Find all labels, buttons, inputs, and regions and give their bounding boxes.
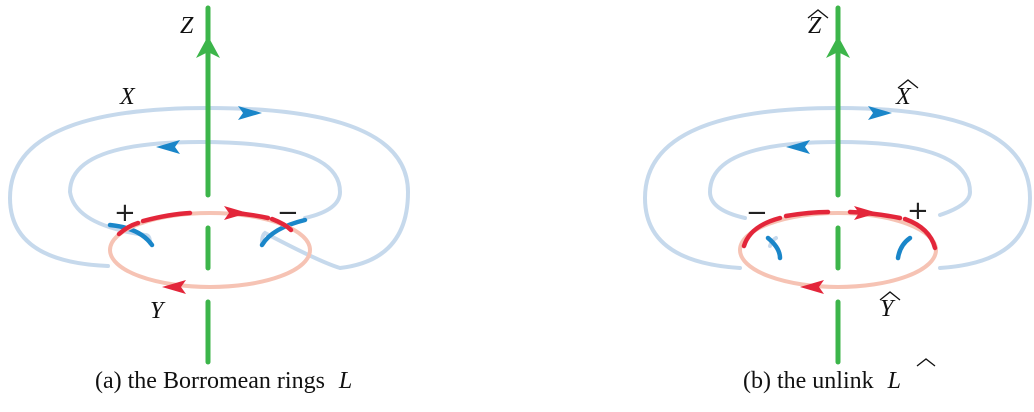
x-hat-label-b: X	[895, 79, 919, 110]
y-hat-label-b: Y	[879, 291, 901, 322]
caption-b-symbol: L	[887, 368, 901, 394]
loop-y-b-dark-segments	[741, 209, 938, 251]
sign-left-a: +	[114, 198, 136, 228]
x-arrow-inner-a	[156, 140, 180, 154]
caption-a: (a) the Borromean rings L	[95, 368, 352, 394]
x-arrow-outer-a	[238, 106, 262, 120]
caption-b: (b) the unlink L	[743, 358, 936, 394]
y-arrow-top-b	[854, 206, 878, 220]
loop-y-a	[108, 211, 312, 289]
z-hat-label-b: Z	[807, 9, 829, 39]
panel-b-unlink: Z X Y − + (b) the unlink L	[642, 5, 1033, 394]
loop-x-a-dark-segments	[107, 217, 308, 248]
sign-right-a: −	[277, 198, 299, 228]
sign-right-b: +	[907, 196, 929, 226]
caption-b-text: (b) the unlink L	[743, 368, 901, 394]
x-label-b: X	[895, 84, 912, 110]
x-arrow-outer-b	[868, 106, 892, 120]
y-hat-b	[879, 291, 901, 301]
x-label-a: X	[119, 84, 136, 110]
y-label-a: Y	[150, 298, 166, 324]
z-arrow-b	[826, 36, 850, 58]
x-arrow-inner-b	[786, 140, 810, 154]
z-arrow-a	[196, 36, 220, 58]
x-hat-b	[897, 79, 919, 89]
loop-y-a-dark-segments	[116, 210, 294, 237]
caption-a-prefix: (a) the Borromean rings	[95, 368, 325, 394]
sign-left-b: −	[746, 198, 768, 228]
y-arrow-bottom-a	[162, 280, 186, 294]
y-arrow-top-a	[224, 206, 248, 220]
z-label-b: Z	[808, 13, 822, 39]
z-hat-b	[807, 9, 829, 19]
caption-a-symbol: L	[338, 368, 352, 394]
y-arrow-bottom-b	[800, 280, 824, 294]
caption-b-prefix: (b) the unlink	[743, 368, 874, 394]
z-label-a: Z	[180, 13, 194, 39]
loop-x-b-dark-segments	[765, 235, 913, 261]
panel-a-borromean-rings: Z X Y + − (a) the Borromean rings L	[7, 5, 411, 394]
caption-b-hat	[916, 358, 936, 367]
y-label-b: Y	[880, 296, 896, 322]
